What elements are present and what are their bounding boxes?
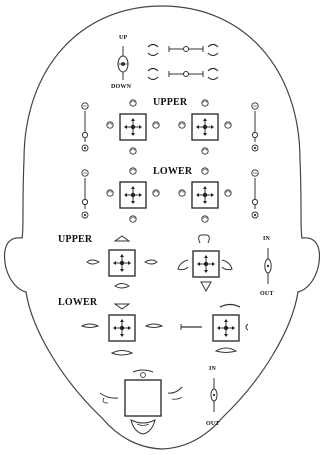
tongue-in-out-slider[interactable] [210,378,218,412]
cheek-in-out-slider[interactable] [264,248,272,284]
brow-raise-slider[interactable] [147,43,219,57]
out-label-bottom: OUT [206,421,220,427]
lower-eyelid-right-slider[interactable] [251,169,259,219]
up-label: UP [119,35,128,41]
nose-pad[interactable] [177,234,233,293]
jaw-pad[interactable] [180,303,249,353]
lower-eye-left-pad[interactable] [106,167,160,223]
lower-lip-pad[interactable] [80,303,164,356]
upper-eyelid-left-slider[interactable] [81,102,89,152]
in-label-bottom: IN [209,366,217,372]
upper-lip-pad[interactable] [86,235,158,289]
mouth-pad[interactable] [99,369,183,435]
out-label-right: OUT [260,291,274,297]
upper-lip-label: UPPER [58,234,93,245]
head-tilt-slider[interactable] [117,46,129,80]
upper-eye-left-pad[interactable] [106,99,160,155]
lower-eyelid-label: LOWER [153,166,193,177]
lower-lip-label: LOWER [58,297,98,308]
down-label: DOWN [111,84,132,90]
lower-eyelid-left-slider[interactable] [81,169,89,219]
brow-lower-slider[interactable] [147,67,219,81]
upper-eyelid-right-slider[interactable] [251,102,259,152]
in-label-right: IN [263,236,271,242]
upper-eyelid-label: UPPER [153,97,188,108]
